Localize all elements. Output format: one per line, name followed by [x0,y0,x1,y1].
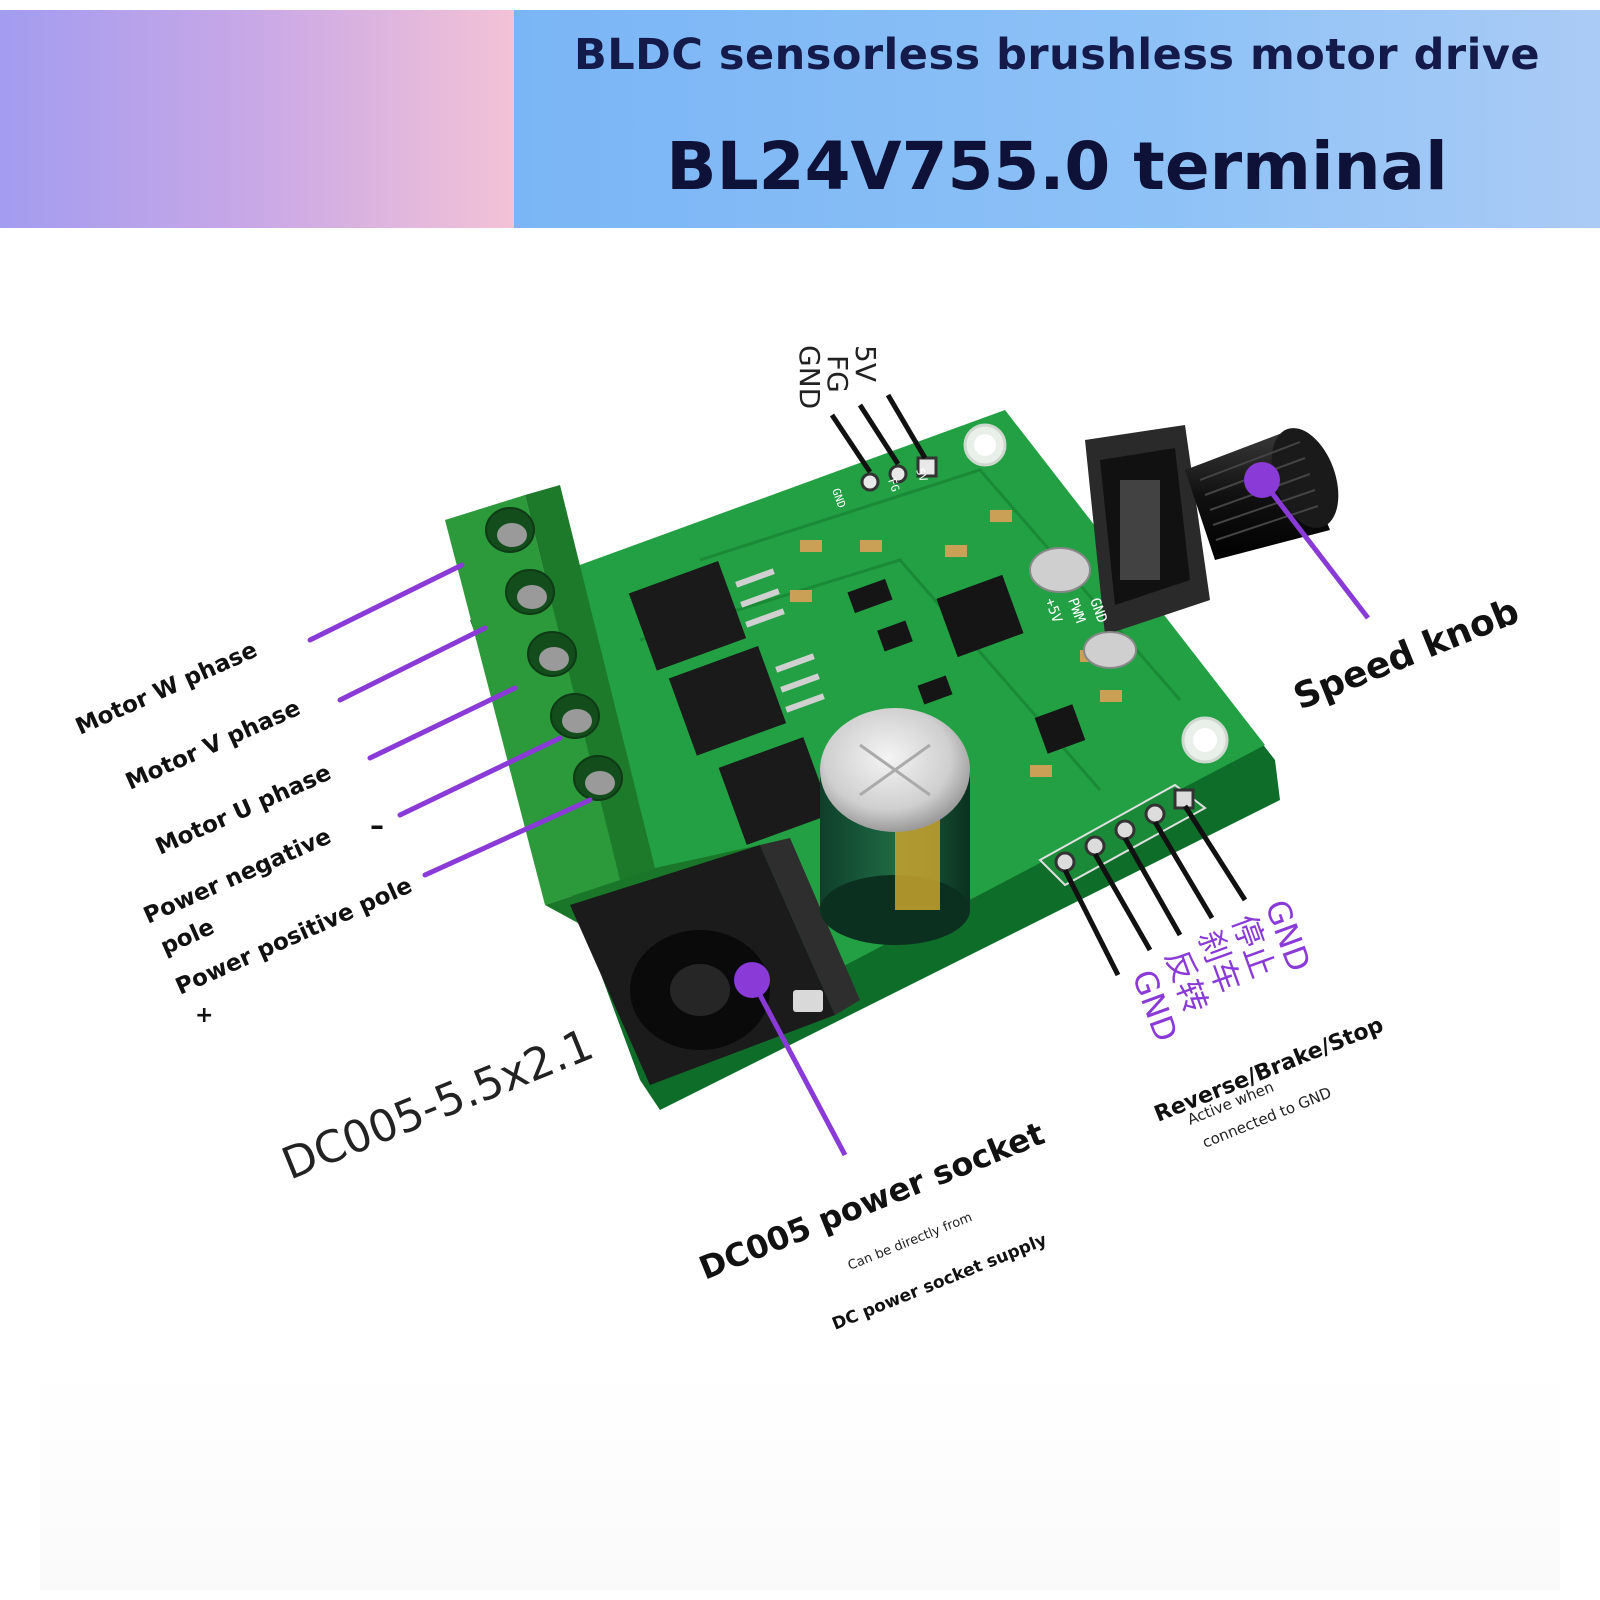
banner-gradient-left [0,10,514,228]
label-socket-note-2: DC power socket supply [829,1230,1049,1335]
silk-fg-small: FG [885,477,902,494]
banner-model: BL24V755.0 terminal [666,128,1448,205]
label-negative-sign: – [370,809,384,842]
controller-ic [936,574,1024,658]
mosfet [718,737,832,845]
silk-gnd-small: GND [829,487,848,510]
top-pin-5v: 5V [849,345,882,382]
mosfet [668,646,787,756]
potentiometer [1029,425,1339,669]
header-banner: BLDC sensorless brushless motor drive BL… [0,0,1600,228]
smd-components [790,510,1122,777]
silk-5v-small: 5V [913,467,930,484]
control-label: Reverse/Brake/Stop Active when connected… [1151,1013,1387,1152]
label-speed-knob: Speed knob [1288,591,1525,719]
mosfets [628,561,832,845]
bottom-shadow [40,1370,1560,1590]
dc-power-socket [570,838,860,1085]
top-pin-fg: FG [821,355,854,393]
label-positive-sign: + [195,1003,213,1028]
top-pin-header [860,456,938,492]
electrolytic-capacitor [820,708,970,945]
left-callout-lines [307,562,593,878]
top-pin-gnd: GND [793,345,826,409]
left-labels: Motor W phase Motor V phase Motor U phas… [72,637,416,1028]
mosfet [628,561,747,671]
banner-title: BLDC sensorless brushless motor drive [573,30,1541,80]
label-socket-model: DC005-5.5x2.1 [275,1019,600,1190]
top-pin-callouts: GND FG 5V [793,345,928,474]
banner-gradient-right [514,10,1600,228]
